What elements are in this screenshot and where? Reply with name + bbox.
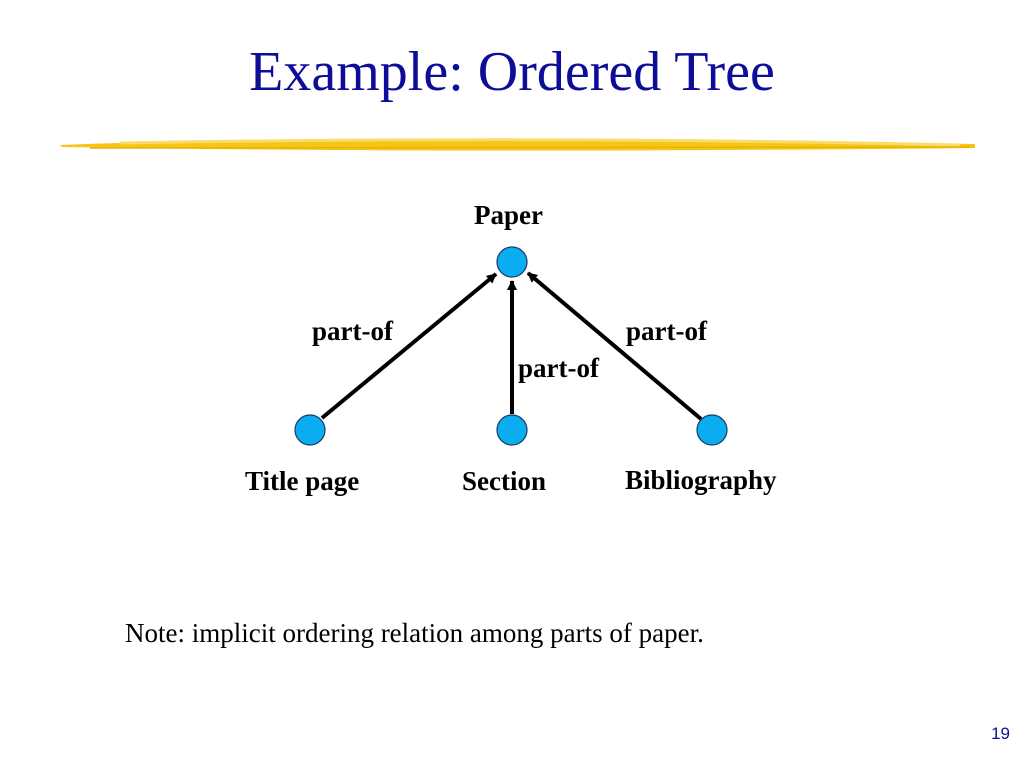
edge-label-right: part-of <box>626 316 707 346</box>
node-label-bibliography: Bibliography <box>625 465 777 495</box>
node-label-section: Section <box>462 466 546 496</box>
node-paper <box>496 246 528 278</box>
node-title-page <box>294 414 326 446</box>
edge-title-page-to-paper <box>320 272 498 420</box>
node-bibliography <box>696 414 728 446</box>
node-label-paper: Paper <box>474 200 543 230</box>
node-section <box>496 414 528 446</box>
edge-bibliography-to-paper <box>526 271 703 421</box>
title-underline-brush <box>60 138 975 151</box>
page-number: 19 <box>991 724 1010 743</box>
edge-label-middle: part-of <box>518 353 599 383</box>
slide-title: Example: Ordered Tree <box>249 41 775 103</box>
edge-label-left: part-of <box>312 316 393 346</box>
note-text: Note: implicit ordering relation among p… <box>125 618 704 648</box>
node-label-title-page: Title page <box>245 466 360 496</box>
